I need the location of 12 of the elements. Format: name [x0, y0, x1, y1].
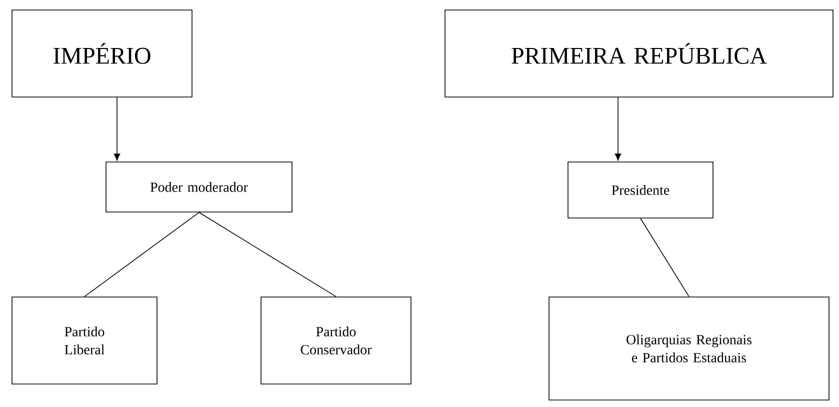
text-box: IMPÉRIO — [12, 10, 192, 98]
text-box: Oligarquias Regionais e Partidos Estaduais — [548, 296, 830, 400]
text-box: Presidente — [568, 162, 714, 218]
text-box: Partido Liberal — [12, 296, 158, 384]
connector-line — [198, 212, 336, 297]
text-box: Poder moderador — [106, 162, 292, 212]
connector-line — [84, 212, 200, 297]
text-box: Partido Conservador — [260, 296, 412, 384]
text-box: PRIMEIRA REPÚBLICA — [444, 10, 834, 98]
arrow — [614, 97, 622, 161]
arrow — [114, 97, 120, 161]
connector-line — [640, 218, 690, 297]
